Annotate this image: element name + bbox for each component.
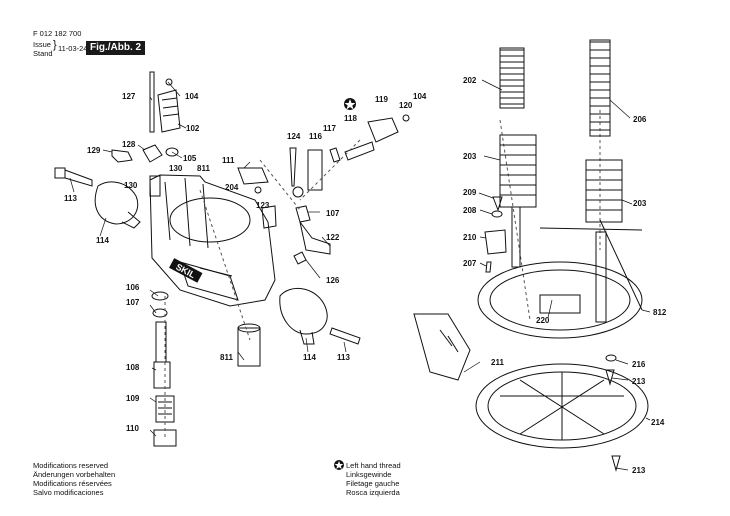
- part-label: 109: [126, 394, 140, 403]
- part-label: 117: [323, 124, 336, 133]
- part-label: 202: [463, 76, 477, 85]
- footer-note: Modifications réservées: [33, 479, 112, 488]
- part-label: 113: [337, 353, 350, 362]
- part-label: 220: [536, 316, 550, 325]
- part-label: 110: [126, 424, 139, 433]
- part-label: 203: [463, 152, 477, 161]
- part-label: 114: [96, 236, 109, 245]
- part-label: 107: [326, 209, 340, 218]
- knob-114-drawing: [94, 181, 141, 229]
- part-label: 105: [183, 154, 197, 163]
- part-label: 812: [653, 308, 667, 317]
- spring-206-drawing: [589, 39, 611, 137]
- column-left-drawing: [511, 206, 521, 268]
- part-label: 216: [632, 360, 646, 369]
- part-label: 213: [632, 377, 646, 386]
- part-label: 111: [222, 156, 235, 165]
- part-label: 107: [126, 298, 140, 307]
- part-label: 210: [463, 233, 477, 242]
- part-label: 104: [185, 92, 199, 101]
- legend-left-hand-thread-icon: [334, 460, 344, 470]
- part-label: 811: [220, 353, 233, 362]
- part-label: 126: [326, 276, 340, 285]
- router-base-drawing: [149, 174, 276, 307]
- footer-note: Salvo modificaciones: [33, 488, 104, 497]
- footer-note: Änderungen vorbehalten: [33, 470, 116, 479]
- part-label: 129: [87, 146, 101, 155]
- part-label: 204: [225, 183, 239, 192]
- part-number: F 012 182 700: [33, 29, 82, 38]
- clamp-parts-drawing: [111, 144, 179, 163]
- part-label: 214: [651, 418, 665, 427]
- part-label: 123: [256, 201, 270, 210]
- part-label: 116: [309, 132, 322, 141]
- stand-label: Stand: [33, 49, 53, 58]
- chip-shield-drawing: [413, 313, 471, 381]
- issue-date: 11-03-24: [58, 44, 88, 53]
- part-label: 127: [122, 92, 136, 101]
- lock-screws-drawing: [289, 147, 341, 198]
- part-label: 122: [326, 233, 340, 242]
- part-label: 108: [126, 363, 140, 372]
- brace-icon: }: [53, 39, 57, 51]
- part-label: 213: [632, 466, 646, 475]
- issue-label: Issue: [33, 40, 51, 49]
- part-label: 211: [491, 358, 504, 367]
- screw-113-drawing: [54, 167, 93, 187]
- nut-126-drawing: [293, 251, 307, 265]
- part-label: 130: [124, 181, 138, 190]
- bellows-203-right-drawing: [585, 159, 623, 223]
- part-label: 106: [126, 283, 140, 292]
- sub-base-drawing: [475, 363, 649, 449]
- part-label: 203: [633, 199, 647, 208]
- part-label: 128: [122, 140, 136, 149]
- part-label: 130: [169, 164, 183, 173]
- part-label: 114: [303, 353, 316, 362]
- shaft-stack-drawing: [151, 291, 177, 447]
- footer-note: Modifications reserved: [33, 461, 109, 470]
- part-label: 206: [633, 115, 647, 124]
- part-label: 208: [463, 206, 477, 215]
- switch-parts-drawing: [237, 167, 277, 229]
- part-label: 104: [413, 92, 427, 101]
- part-label: 209: [463, 188, 477, 197]
- part-label: 102: [186, 124, 200, 133]
- legend-text: Filetage gauche: [346, 479, 400, 488]
- part-label: 119: [375, 95, 388, 104]
- guide-lines: [164, 110, 601, 440]
- part-label: 113: [64, 194, 77, 203]
- part-label: 124: [287, 132, 301, 141]
- legend-text: Rosca izquierda: [346, 488, 400, 497]
- legend-text: Linksgewinde: [346, 470, 392, 479]
- part-label: 118: [344, 114, 357, 123]
- bellows-203-left-drawing: [499, 134, 537, 208]
- legend-text: Left hand thread: [346, 461, 401, 470]
- knob-114-right-drawing: [279, 288, 328, 345]
- base-small-parts-drawing: [484, 196, 507, 273]
- bracket-122-drawing: [295, 205, 331, 255]
- figure-title: Fig./Abb. 2: [86, 41, 146, 55]
- part-label: 811: [197, 164, 210, 173]
- leader-lines: [69, 79, 651, 471]
- left-hand-thread-icon: [344, 98, 356, 110]
- part-label: 207: [463, 259, 477, 268]
- part-label: 120: [399, 101, 413, 110]
- sub-base-screws-drawing: [605, 354, 621, 472]
- adjust-knob-drawing: [149, 71, 181, 133]
- screw-113-right-drawing: [329, 327, 361, 345]
- spring-202-drawing: [499, 47, 525, 109]
- lever-parts-drawing: [344, 114, 410, 161]
- tube-811-drawing: [237, 323, 261, 367]
- base-plate-drawing: [477, 219, 643, 339]
